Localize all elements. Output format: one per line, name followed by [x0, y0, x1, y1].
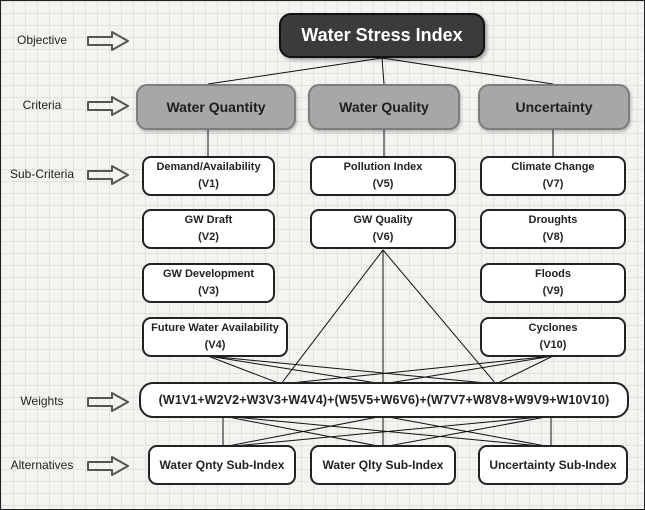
hollow-arrow-icon	[87, 456, 129, 476]
sub-criteria-name: Floods	[534, 268, 572, 280]
sub-criteria-gw-draft: GW Draft (V2)	[142, 209, 275, 249]
sub-criteria-code: (V1)	[198, 178, 219, 190]
row-label-criteria: Criteria	[22, 98, 62, 112]
connector-line	[495, 355, 554, 385]
sub-criteria-code: (V5)	[372, 178, 394, 190]
hollow-arrow-icon	[87, 392, 129, 412]
connector-line	[382, 355, 554, 385]
connector-line	[382, 415, 552, 448]
alternative-water-qnty-sub-index: Water Qnty Sub-Index	[148, 445, 296, 485]
connector-line	[381, 57, 385, 85]
hollow-arrow-icon	[87, 96, 129, 116]
weights-formula-node: (W1V1+W2V2+W3V3+W4V4)+(W5V5+W6V6)+(W7V7+…	[139, 382, 629, 418]
row-label-weights: Weights	[20, 394, 64, 408]
sub-criteria-future-water-availability: Future Water Availability (V4)	[142, 317, 288, 357]
criteria-node-uncertainty: Uncertainty	[478, 84, 630, 130]
sub-criteria-code: (V6)	[372, 231, 394, 243]
row-label-sub-criteria: Sub-Criteria	[9, 167, 75, 181]
connector-line	[207, 57, 383, 85]
sub-criteria-name: Climate Change	[511, 161, 595, 173]
sub-criteria-name: Pollution Index	[343, 161, 423, 173]
sub-criteria-demand-availability: Demand/Availability (V1)	[142, 156, 275, 196]
sub-criteria-code: (V3)	[198, 285, 219, 297]
sub-criteria-droughts: Droughts (V8)	[480, 209, 626, 249]
sub-criteria-floods: Floods (V9)	[480, 263, 626, 303]
alternative-label: Uncertainty Sub-Index	[489, 458, 617, 472]
connector-line	[207, 355, 497, 385]
alternative-uncertainty-sub-index: Uncertainty Sub-Index	[478, 445, 628, 485]
criteria-label: Uncertainty	[515, 99, 593, 115]
sub-criteria-code: (V8)	[542, 231, 564, 243]
connector-line	[222, 415, 552, 448]
objective-node: Water Stress Index	[279, 13, 485, 58]
sub-criteria-code: (V9)	[542, 285, 564, 297]
connector-line	[381, 57, 554, 85]
alternative-label: Water Qnty Sub-Index	[159, 458, 285, 472]
sub-criteria-gw-quality: GW Quality (V6)	[310, 209, 456, 249]
sub-criteria-code: (V4)	[204, 339, 226, 351]
hollow-arrow-icon	[87, 31, 129, 51]
sub-criteria-code: (V7)	[542, 178, 564, 190]
sub-criteria-name: GW Quality	[353, 214, 413, 226]
sub-criteria-code: (V2)	[198, 231, 219, 243]
row-label-objective: Objective	[16, 33, 68, 47]
criteria-label: Water Quantity	[166, 99, 266, 115]
criteria-label: Water Quality	[339, 99, 429, 115]
connector-line	[207, 355, 282, 385]
criteria-node-water-quantity: Water Quantity	[136, 84, 296, 130]
connector-line	[207, 355, 384, 385]
sub-criteria-name: Cyclones	[528, 322, 578, 334]
connector-line	[222, 415, 384, 448]
objective-label: Water Stress Index	[301, 25, 463, 45]
connector-line	[382, 249, 497, 385]
sub-criteria-cyclones: Cyclones (V10)	[480, 317, 626, 357]
sub-criteria-name: Droughts	[528, 214, 578, 226]
weights-formula: (W1V1+W2V2+W3V3+W4V4)+(W5V5+W6V6)+(W7V7+…	[158, 393, 610, 407]
sub-criteria-name: GW Draft	[184, 214, 233, 226]
connector-line	[280, 355, 554, 385]
criteria-node-water-quality: Water Quality	[308, 84, 460, 130]
sub-criteria-climate-change: Climate Change (V7)	[480, 156, 626, 196]
alternative-water-qlty-sub-index: Water Qlty Sub-Index	[310, 445, 456, 485]
connector-line	[280, 249, 384, 385]
sub-criteria-name: Demand/Availability	[156, 161, 261, 173]
sub-criteria-code: (V10)	[539, 339, 567, 351]
hollow-arrow-icon	[87, 165, 129, 185]
row-label-alternatives: Alternatives	[10, 458, 74, 472]
sub-criteria-gw-development: GW Development (V3)	[142, 263, 275, 303]
sub-criteria-name: Future Water Availability	[151, 322, 279, 334]
sub-criteria-name: GW Development	[162, 268, 255, 280]
alternative-label: Water Qlty Sub-Index	[322, 458, 444, 472]
sub-criteria-pollution-index: Pollution Index (V5)	[310, 156, 456, 196]
